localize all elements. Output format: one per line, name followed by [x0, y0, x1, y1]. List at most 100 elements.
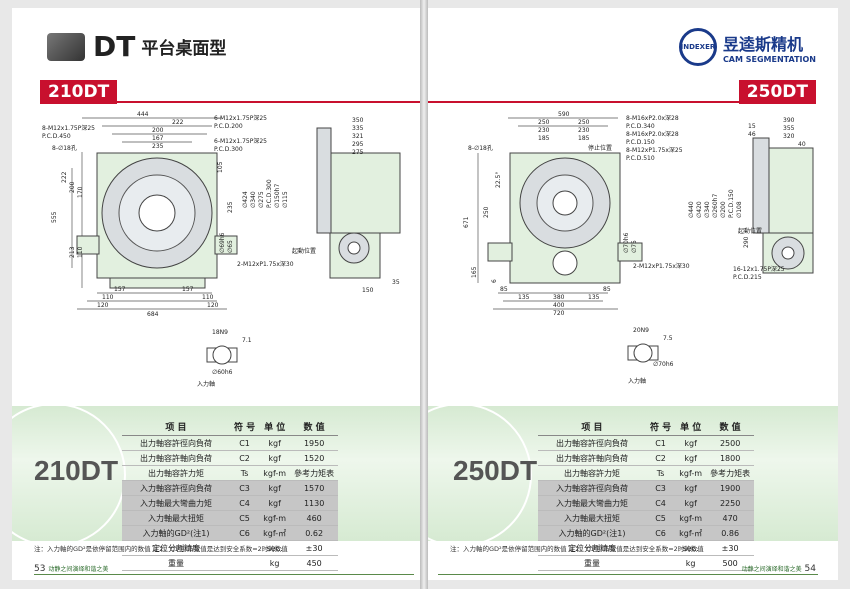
dim-110a: 110 [102, 294, 114, 301]
dim-v222: 222 [61, 171, 68, 183]
bolt-spec-1: 8-M16xP2.0x深28 [626, 114, 679, 122]
dim-684: 684 [147, 311, 159, 318]
shaft-label: 入力軸 [197, 380, 215, 388]
divider [428, 101, 816, 103]
technical-drawing: 590 250 250 230 230 185 185 8-M16xP2.0x深… [448, 108, 828, 408]
dim-v6: 6 [491, 279, 498, 283]
dim-v235: 235 [227, 201, 234, 213]
side-46: 46 [748, 131, 756, 138]
dim-230b: 230 [578, 127, 590, 134]
dim-85a: 85 [500, 286, 508, 293]
side-321: 321 [352, 133, 364, 140]
col-unit: 单 位 [675, 418, 707, 436]
side-150: 150 [362, 287, 374, 294]
dim-85b: 85 [603, 286, 611, 293]
page-right: INDEXER 昱逵斯精机 CAM SEGMENTATION 250DT 590… [428, 8, 838, 580]
dim-200: 200 [152, 127, 164, 134]
shaft-key: 20N9 [633, 327, 649, 334]
stop-position: 停止位置 [588, 144, 612, 152]
logo-name-en: CAM SEGMENTATION [722, 54, 816, 64]
col-value: 数 值 [706, 418, 755, 436]
table-model-label: 210DT [34, 455, 119, 486]
dim-120a: 120 [97, 302, 109, 309]
dim-157b: 157 [182, 286, 194, 293]
dim-250a: 250 [538, 119, 550, 126]
col-symbol: 符 号 [646, 418, 676, 436]
footer-line [438, 574, 818, 575]
dim-110b: 110 [202, 294, 214, 301]
bolt-spec-4: 6-M12x1.75P深25 [214, 137, 267, 145]
col-item: 项 目 [122, 418, 230, 436]
dia-340: ∅340 [250, 191, 257, 208]
dim-555: 555 [51, 211, 58, 223]
bolt-spec-2: 8-∅18孔 [52, 144, 77, 152]
dia-pcd300: P.C.D.300 [266, 179, 273, 208]
pcd-3: P.C.D.300 [214, 146, 243, 153]
side-335: 335 [352, 125, 364, 132]
dim-135a: 135 [518, 294, 530, 301]
dia-65: ∅65 [227, 240, 234, 253]
dim-120b: 120 [207, 302, 219, 309]
side-290: 290 [743, 236, 750, 248]
dim-185b: 185 [578, 135, 590, 142]
dim-230a: 230 [538, 127, 550, 134]
pcd-2: P.C.D.150 [626, 139, 655, 146]
side-320: 320 [783, 133, 795, 140]
dia-pcd150: P.C.D.150 [728, 189, 735, 218]
company-logo: INDEXER 昱逵斯精机 CAM SEGMENTATION [678, 28, 816, 66]
side-35: 35 [392, 279, 400, 286]
angle-22-5: 22.5° [495, 172, 502, 188]
dim-222: 222 [172, 119, 184, 126]
dia-75: ∅75 [631, 240, 638, 253]
model-badge: 250DT [738, 80, 816, 104]
shaft-label: 入力軸 [628, 377, 646, 385]
side-350: 350 [352, 117, 364, 124]
dim-185a: 185 [538, 135, 550, 142]
hole-spec: 8-∅18孔 [468, 144, 493, 152]
dim-v200: 200 [69, 181, 76, 193]
table-model-label: 250DT [453, 455, 538, 486]
model-badge: 210DT [40, 80, 118, 104]
dim-380: 380 [553, 294, 565, 301]
dia-440: ∅440 [688, 201, 695, 218]
dim-250b: 250 [578, 119, 590, 126]
col-item: 项 目 [538, 418, 646, 436]
dim-157a: 157 [114, 286, 126, 293]
dia-108: ∅108 [736, 201, 743, 218]
page-left: DT 平台桌面型 210DT 444 222 200 167 235 8-M12… [12, 8, 420, 580]
footer-line [34, 574, 414, 575]
side-15: 15 [748, 123, 756, 130]
dim-v213: 213 [69, 246, 76, 258]
dim-400: 400 [553, 302, 565, 309]
bolt-spec-3: 8-M12xP1.75x深25 [626, 146, 683, 154]
side-355: 355 [783, 125, 795, 132]
dim-top-width: 444 [137, 111, 149, 118]
logo-mark-icon: INDEXER [678, 28, 717, 66]
shaft-k: 7.5 [663, 335, 673, 342]
dim-v105: 105 [217, 161, 224, 173]
dia-115: ∅115 [282, 191, 289, 208]
dim-135b: 135 [588, 294, 600, 301]
side-390: 390 [783, 117, 795, 124]
page-number-right: 动静之间演绎和谐之美 54 [741, 564, 816, 574]
dim-720: 720 [553, 310, 565, 317]
footnote: 注：入力軸的GD²是依停留范围内的数值 注2：C1至C5数值是达到安全系数=2时… [450, 545, 704, 553]
pcd-3: P.C.D.510 [626, 155, 655, 162]
col-value: 数 值 [290, 418, 339, 436]
dia-275: ∅275 [258, 191, 265, 208]
bolt-spec-2: 8-M16xP2.0x深28 [626, 130, 679, 138]
col-symbol: 符 号 [230, 418, 260, 436]
dia-420: ∅420 [696, 201, 703, 218]
